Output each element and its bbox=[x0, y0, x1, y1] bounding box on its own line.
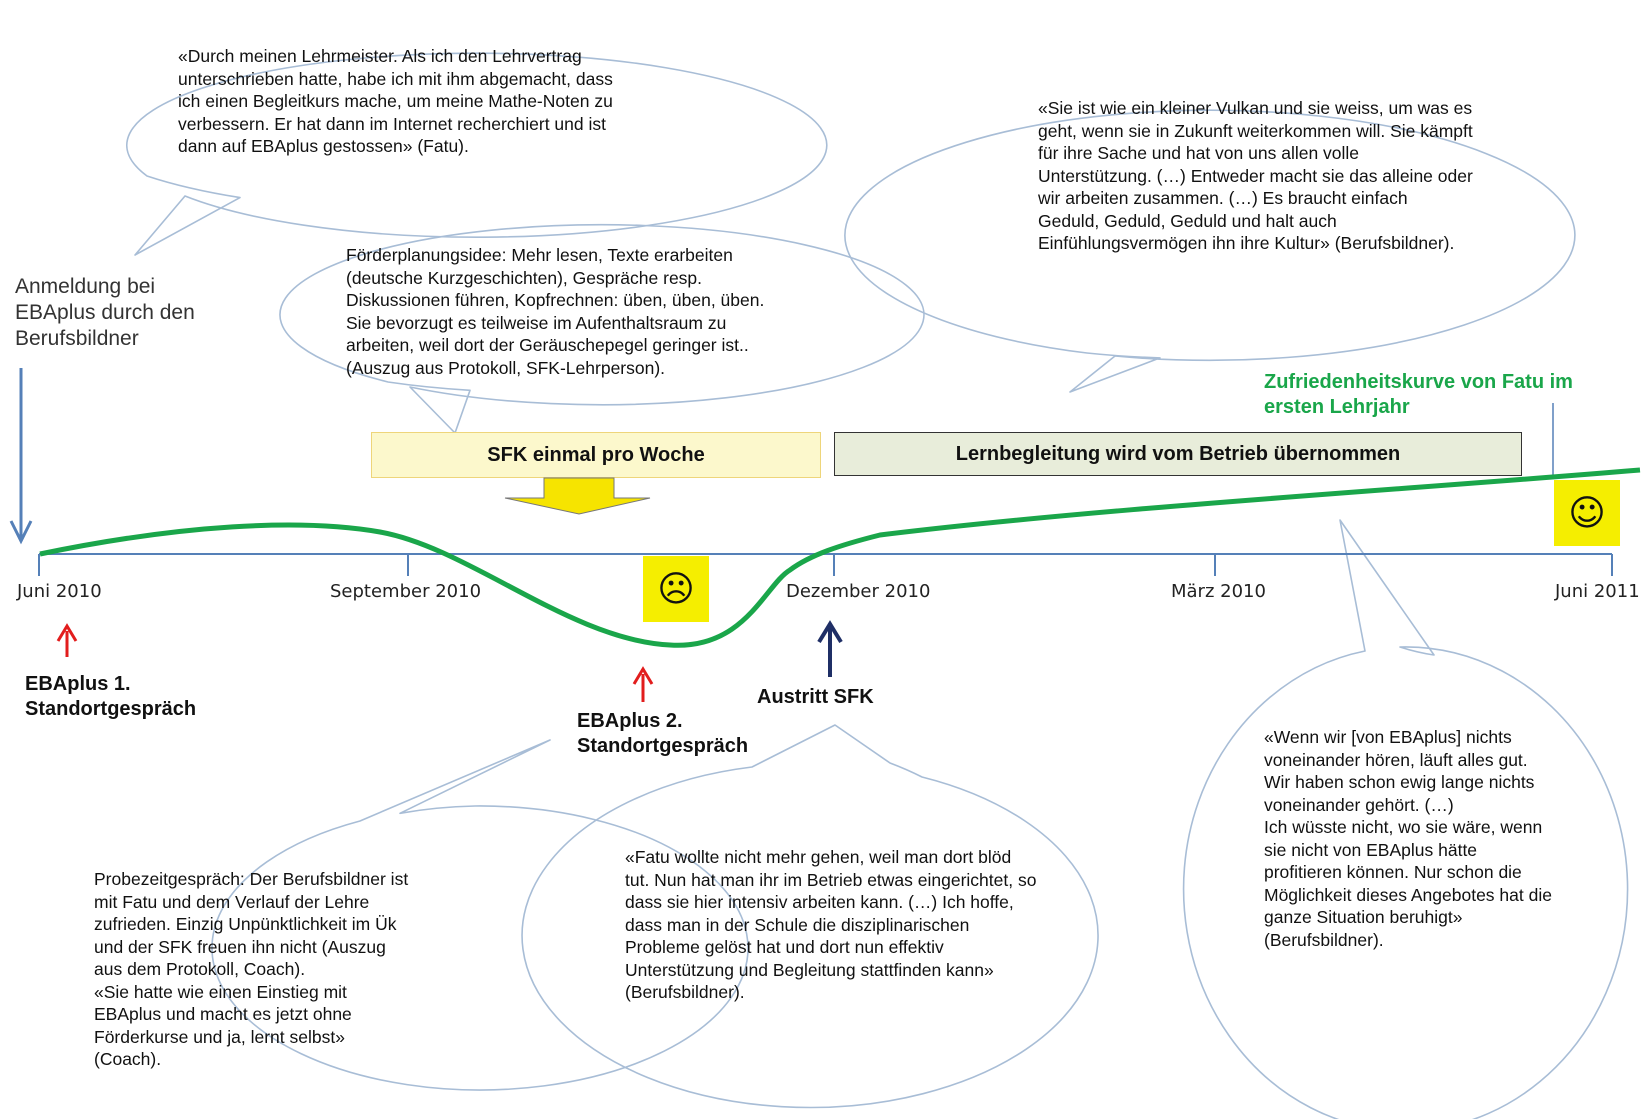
sfk-down-arrow bbox=[504, 477, 651, 515]
quote-fatu: «Durch meinen Lehrmeister. Als ich den L… bbox=[178, 46, 613, 156]
quote-schule: «Fatu wollte nicht mehr gehen, weil man … bbox=[625, 847, 1037, 1002]
band-lernbegleitung: Lernbegleitung wird vom Betrieb übernomm… bbox=[834, 432, 1522, 476]
band-sfk-label: SFK einmal pro Woche bbox=[487, 443, 705, 466]
date-juni-2011: Juni 2011 bbox=[1555, 581, 1640, 602]
quote-vulkan: «Sie ist wie ein kleiner Vulkan und sie … bbox=[1038, 98, 1473, 253]
speech-bubble-probezeit-outline bbox=[211, 739, 749, 1091]
band-lernbegleitung-label: Lernbegleitung wird vom Betrieb übernomm… bbox=[955, 442, 1401, 465]
happy-face-glyph: ☺ bbox=[1568, 492, 1606, 534]
speech-bubble-fatu-outline bbox=[126, 52, 828, 256]
event-austritt-sfk: Austritt SFK bbox=[757, 686, 874, 708]
anmeldung-label: Anmeldung bei EBAplus durch den Berufsbi… bbox=[15, 275, 195, 350]
quote-voneinander: «Wenn wir [von EBAplus] nichts voneinand… bbox=[1264, 727, 1552, 950]
anmeldung-arrow-head bbox=[9, 520, 33, 545]
speech-bubble-schule-outline bbox=[521, 724, 1099, 1109]
date-september-2010: September 2010 bbox=[330, 581, 482, 602]
arrow-up-icon bbox=[632, 666, 654, 702]
happy-face-icon: ☺ bbox=[1554, 480, 1620, 546]
curve-title: Zufriedenheitskurve von Fatu im ersten L… bbox=[1264, 371, 1573, 418]
arrow-up-icon bbox=[817, 620, 843, 677]
arrow-up-icon bbox=[56, 623, 78, 657]
date-dezember-2010: Dezember 2010 bbox=[786, 581, 931, 602]
band-sfk: SFK einmal pro Woche bbox=[371, 432, 821, 478]
event-standort-2: EBAplus 2. Standortgespräch bbox=[577, 710, 749, 757]
date-maerz-2010: März 2010 bbox=[1171, 581, 1266, 602]
quote-probezeit: Probezeitgespräch: Der Berufsbildner ist… bbox=[94, 869, 409, 1069]
satisfaction-curve bbox=[39, 467, 1641, 648]
sad-face-glyph: ☹ bbox=[657, 568, 695, 610]
event-standort-1: EBAplus 1. Standortgespräch bbox=[25, 673, 197, 720]
speech-bubble-foerderplanung-outline bbox=[279, 223, 925, 434]
date-juni-2010: Juni 2010 bbox=[17, 581, 102, 602]
speech-bubble-voneinander-outline bbox=[1182, 519, 1629, 1119]
speech-bubble-vulkan-outline bbox=[844, 109, 1576, 393]
quote-foerderplanung: Förderplanungsidee: Mehr lesen, Texte er… bbox=[346, 245, 765, 378]
sad-face-icon: ☹ bbox=[643, 556, 709, 622]
